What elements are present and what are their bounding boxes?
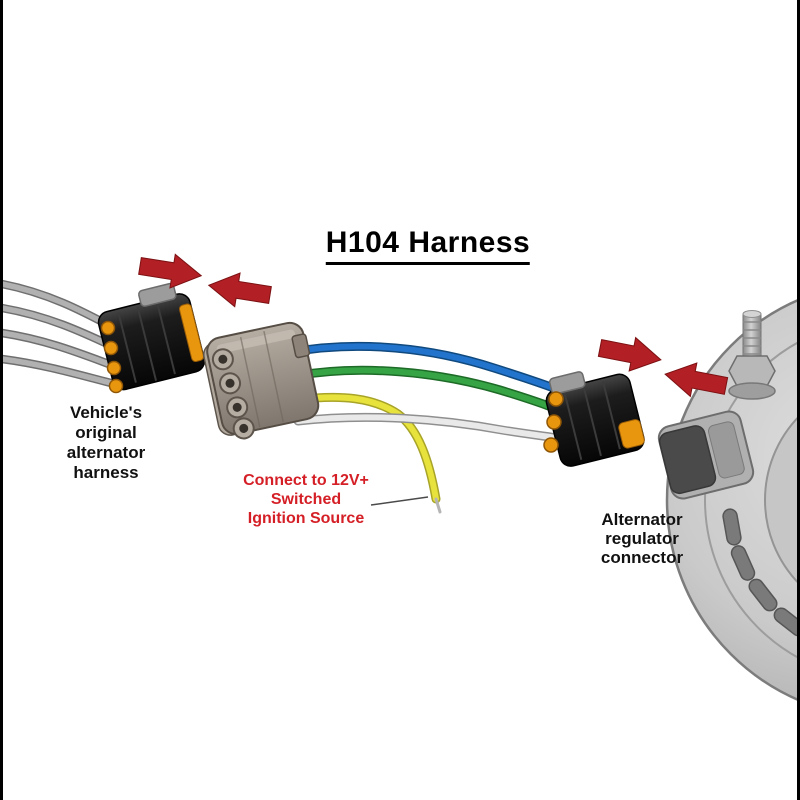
mate-arrow-right-outgoing [597, 336, 662, 372]
connector-seal-retainer [178, 303, 204, 362]
right-edge-bar [797, 0, 800, 800]
alternator-body [665, 297, 800, 703]
alternator-receptacle [657, 410, 755, 500]
alternator-harness-connector [545, 371, 645, 467]
alternator-connector-wire-seals [543, 391, 564, 453]
diagram-title: H104 Harness [325, 226, 531, 265]
gray-wire-3 [0, 330, 120, 370]
stud-nut [728, 355, 776, 387]
gray-wire-4 [0, 356, 122, 388]
alternator-stud [728, 310, 776, 400]
connector-seal-retainer [618, 419, 645, 449]
connector-latch [548, 371, 586, 395]
connector-lock-tab [291, 333, 311, 359]
note-leader-line [370, 496, 429, 506]
mate-arrow-left-outgoing [138, 253, 203, 289]
ignition-source-note: Connect to 12V+ Switched Ignition Source [243, 472, 369, 527]
alternator-hub [764, 413, 800, 587]
vehicle-connector-wire-seals [100, 320, 124, 394]
alternator-connector-label: Alternator regulator connector [600, 510, 684, 567]
alternator-face-ring [704, 340, 800, 660]
vehicle-harness-label: Vehicle's original alternator harness [66, 403, 146, 482]
mate-arrow-left-incoming [207, 272, 272, 308]
left-edge-bar [0, 0, 3, 800]
connector-latch [138, 282, 177, 307]
h104-harness-connector [203, 321, 320, 440]
vehicle-harness-connector [97, 282, 206, 391]
wire-yellow-bare-tip [434, 497, 442, 514]
stud-boss [728, 382, 776, 400]
mate-arrow-right-incoming [664, 362, 729, 398]
connector-terminal-towers [211, 348, 255, 440]
gray-wire-2 [0, 305, 117, 350]
